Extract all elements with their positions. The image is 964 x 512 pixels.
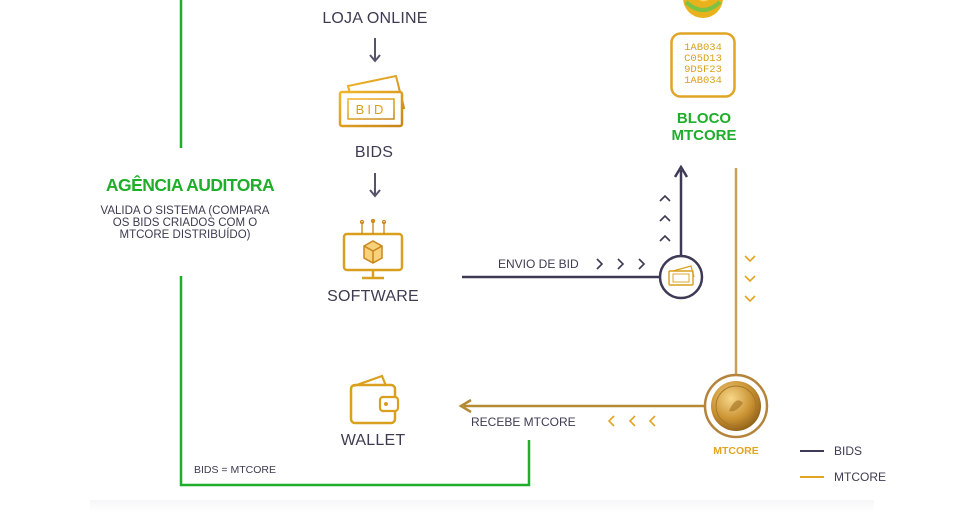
chevron-up-icon	[659, 194, 671, 242]
arrow-down-icon	[369, 173, 381, 198]
wallet-icon	[349, 374, 400, 425]
hash-line: C05D13	[684, 53, 722, 65]
chevron-down-icon	[744, 255, 756, 303]
bids-line-arrowhead	[673, 164, 689, 178]
bid-ticket-text: BID	[356, 102, 387, 117]
bids-equals-mtcore: BIDS = MTCORE	[194, 464, 276, 476]
arrow-down-icon	[369, 38, 381, 63]
block-title-line: MTCORE	[671, 127, 737, 144]
agency-title: AGÊNCIA AUDITORA	[105, 175, 275, 195]
hash-line: 1AB034	[684, 75, 722, 87]
hash-line: 1AB034	[684, 42, 722, 54]
store-label: LOJA ONLINE	[322, 10, 428, 27]
bid-ticket-icon: BID	[338, 74, 406, 128]
hash-block-icon: 1AB034 C05D13 9D5F23 1AB034	[670, 32, 736, 98]
logo-icon	[683, 0, 723, 18]
legend-item: MTCORE	[800, 469, 910, 485]
bids-label: BIDS	[354, 144, 394, 161]
chevron-right-icon	[596, 258, 646, 270]
bid-node-icon	[658, 254, 704, 300]
agency-desc-line: VALIDA O SISTEMA (COMPARA	[100, 205, 270, 217]
software-label: SOFTWARE	[327, 288, 419, 305]
block-title: BLOCO MTCORE	[644, 110, 764, 144]
send-bid-label: ENVIO DE BID	[498, 257, 579, 271]
block-title-line: BLOCO	[676, 110, 732, 127]
legend-label: MTCORE	[834, 470, 886, 484]
agency-desc-line: MTCORE DISTRIBUÍDO)	[119, 229, 251, 241]
receive-mtcore-label: RECEBE MTCORE	[471, 415, 576, 429]
software-monitor-icon	[342, 218, 404, 280]
wallet-label: WALLET	[340, 432, 406, 449]
legend-item: BIDS	[800, 443, 910, 459]
bottom-shadow	[90, 500, 874, 512]
legend: BIDS MTCORE	[800, 443, 910, 485]
hash-line: 9D5F23	[684, 64, 722, 76]
mtcore-coin-label: MTCORE	[713, 445, 759, 457]
agency-desc-line: OS BIDS CRIADOS COM O	[112, 217, 258, 229]
mtcore-coin-icon	[703, 373, 769, 439]
agency-description: VALIDA O SISTEMA (COMPARA OS BIDS CRIADO…	[70, 205, 300, 241]
green-line-bottom	[179, 276, 531, 487]
mtcore-line-arrowhead	[458, 398, 472, 414]
legend-label: BIDS	[834, 444, 863, 458]
chevron-left-icon	[607, 415, 656, 427]
legend-swatch-mtcore	[800, 476, 824, 478]
legend-swatch-bids	[800, 450, 824, 452]
